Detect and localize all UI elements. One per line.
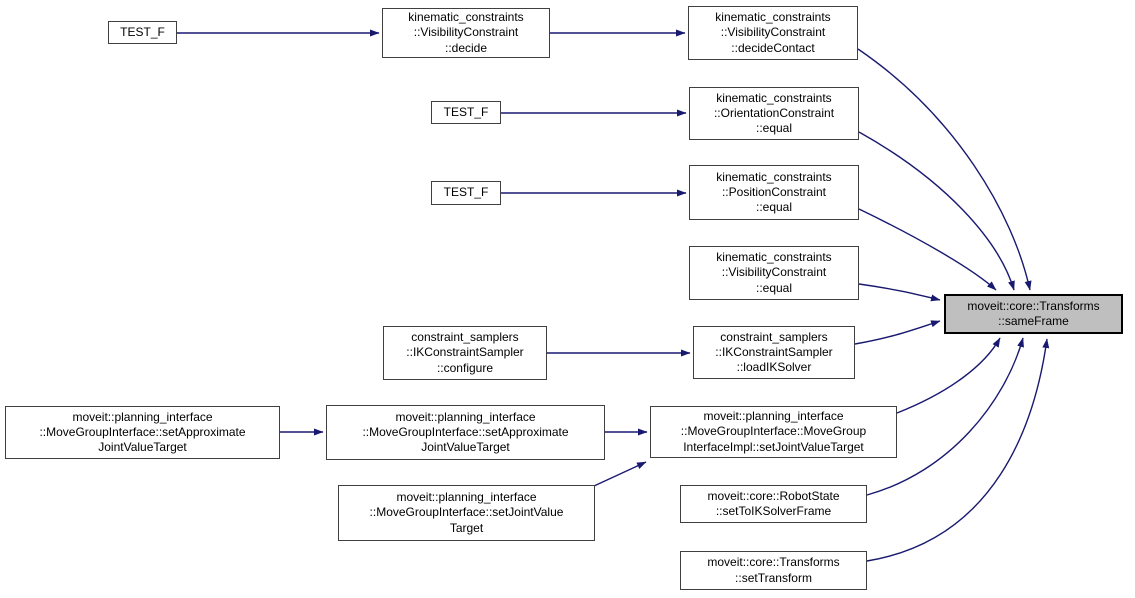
node-transforms-same-frame-target[interactable]: moveit::core::Transforms ::sameFrame [944,294,1123,334]
node-label-line: ::MoveGroupInterface::setApproximate [39,424,246,439]
node-label-line: InterfaceImpl::setJointValueTarget [683,439,864,454]
edge-visibilityequal-sameframe [858,283,941,302]
node-label-line: ::VisibilityConstraint [720,25,826,40]
node-label-line: ::setTransform [735,570,812,585]
node-label-line: constraint_samplers [411,330,519,345]
node-label-line: ::setToIKSolverFrame [715,504,832,518]
node-label-line: Target [449,520,484,535]
node-label-line: ::OrientationConstraint [713,105,835,120]
edge-loadiksolver-sameframe [854,320,941,345]
node-test-f-3[interactable]: TEST_F [431,181,501,205]
node-label-line: ::PositionConstraint [721,184,827,199]
node-test-f-1[interactable]: TEST_F [108,21,177,44]
node-test-f-2[interactable]: TEST_F [431,101,501,124]
node-visibility-constraint-decide-contact[interactable]: kinematic_constraints ::VisibilityConstr… [688,6,858,60]
node-visibility-constraint-equal[interactable]: kinematic_constraints ::VisibilityConstr… [689,246,859,300]
node-set-joint-value-target[interactable]: moveit::planning_interface ::MoveGroupIn… [338,485,595,541]
node-label-line: moveit::planning_interface [396,490,537,505]
node-label-line: ::VisibilityConstraint [721,265,827,280]
edge-orientationequal-sameframe [858,131,1015,291]
node-visibility-constraint-decide[interactable]: kinematic_constraints ::VisibilityConstr… [382,8,550,58]
edge-settoiksolverframe-sameframe [866,337,1024,496]
node-label: TEST_F [443,104,489,119]
node-label-line: kinematic_constraints [408,10,524,25]
node-label-line: kinematic_constraints [716,90,832,105]
edge-decidecontact-sameframe [857,48,1032,291]
node-label-line: ::configure [436,360,494,375]
node-label-line: moveit::core::Transforms [707,555,840,570]
node-ik-constraint-sampler-configure[interactable]: constraint_samplers ::IKConstraintSample… [383,326,547,380]
node-label: TEST_F [120,24,165,39]
node-label-line: JointValueTarget [421,440,510,455]
node-position-constraint-equal[interactable]: kinematic_constraints ::PositionConstrai… [689,165,859,220]
node-label-line: constraint_samplers [720,329,828,344]
node-label-line: ::equal [755,280,793,295]
node-label: TEST_F [443,185,489,200]
node-label-line: ::sameFrame [998,314,1069,328]
node-label-line: kinematic_constraints [716,169,832,184]
edge-positionequal-sameframe [858,208,997,291]
node-label-line: ::MoveGroupInterface::setApproximate [362,424,569,439]
node-robot-state-set-to-ik-solver-frame[interactable]: moveit::core::RobotState ::setToIKSolver… [680,485,867,523]
node-label-line: kinematic_constraints [716,250,832,265]
node-label-line: ::decide [444,40,488,55]
node-label-line: JointValueTarget [98,440,187,455]
edge-setjvt-implsetjvt [593,461,647,487]
node-set-approximate-joint-value-target-1[interactable]: moveit::planning_interface ::MoveGroupIn… [5,406,280,459]
node-label-line: kinematic_constraints [715,10,831,25]
node-label-line: ::decideContact [731,40,815,55]
node-label-line: ::MoveGroupInterface::setJointValue [369,505,564,520]
node-label-line: ::equal [755,121,793,136]
node-label-line: moveit::core::Transforms [967,298,1100,313]
node-label-line: ::loadIKSolver [736,360,812,375]
node-label-line: ::equal [755,200,793,215]
node-label-line: ::IKConstraintSampler [715,344,833,359]
edge-implsetjvt-sameframe [896,337,1001,414]
node-label-line: moveit::planning_interface [395,409,536,424]
node-label-line: ::MoveGroupInterface::MoveGroup [680,424,867,439]
node-label-line: ::VisibilityConstraint [413,25,519,40]
node-set-approximate-joint-value-target-2[interactable]: moveit::planning_interface ::MoveGroupIn… [326,405,605,460]
node-transforms-set-transform[interactable]: moveit::core::Transforms ::setTransform [680,551,867,590]
node-label-line: moveit::planning_interface [703,409,844,424]
node-label-line: ::IKConstraintSampler [406,345,524,360]
node-move-group-interface-impl-set-joint-value-target[interactable]: moveit::planning_interface ::MoveGroupIn… [650,406,897,458]
node-orientation-constraint-equal[interactable]: kinematic_constraints ::OrientationConst… [689,87,859,140]
node-label-line: moveit::core::RobotState [707,488,840,503]
node-label-line: moveit::planning_interface [72,409,213,424]
node-ik-constraint-sampler-load-ik-solver[interactable]: constraint_samplers ::IKConstraintSample… [693,326,855,379]
edge-settransform-sameframe [866,338,1050,562]
